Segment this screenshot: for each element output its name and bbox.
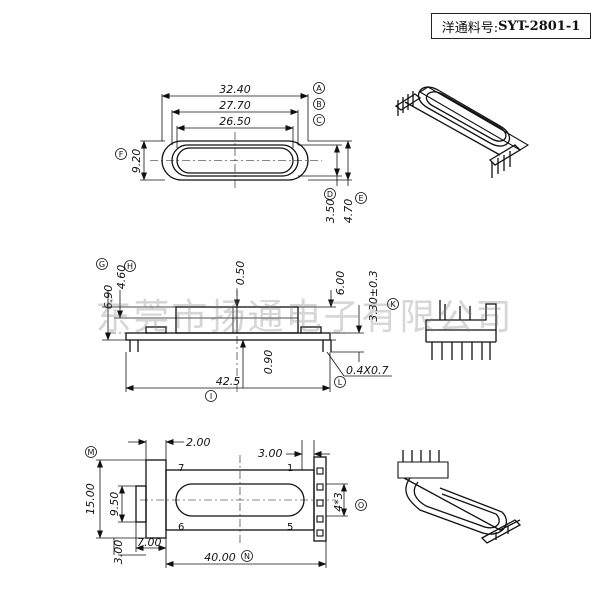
bubble-i: I: [205, 390, 217, 402]
dim-950: 9.50: [108, 492, 121, 517]
dim-g: 6.90: [102, 285, 115, 310]
dim-300-top: 3.00: [258, 447, 283, 460]
dim-h: 4.60: [115, 265, 128, 290]
bubble-e: E: [355, 192, 367, 204]
dim-length-i: 42.5: [216, 375, 241, 388]
bubble-d: D: [324, 188, 336, 200]
dim-200: 2.00: [186, 436, 211, 449]
top-view: 32.40 27.70 26.50 A B C 9.20 F: [115, 82, 367, 224]
iso-view-bottom: [397, 450, 522, 544]
dim-pitch-o: 4*3: [332, 492, 345, 512]
svg-text:D: D: [327, 190, 333, 199]
bubble-f: F: [115, 148, 127, 160]
bubble-h: H: [124, 260, 136, 272]
svg-text:F: F: [119, 150, 124, 159]
pin-label-6: 6: [178, 522, 184, 533]
bubble-c: C: [313, 114, 325, 126]
svg-text:L: L: [338, 378, 343, 387]
bottom-view: 7 1 6 5 2.00 3.00 15.00 M 9.50 3.00: [84, 436, 367, 568]
svg-text:O: O: [358, 501, 364, 510]
svg-text:K: K: [390, 300, 396, 309]
bubble-a: A: [313, 82, 325, 94]
bubble-b: B: [313, 98, 325, 110]
svg-text:B: B: [316, 100, 322, 109]
pin-label-1: 1: [287, 463, 293, 474]
bubble-l: L: [334, 376, 346, 388]
iso-view-top: [394, 86, 530, 178]
bubble-o: O: [355, 499, 367, 511]
dim-center-gap: 0.50: [234, 261, 247, 286]
dim-700: 7.00: [137, 536, 162, 549]
part-number-box: 洋通料号: SYT-2801-1: [431, 13, 591, 39]
dim-pin-size: 0.4X0.7: [346, 364, 389, 377]
svg-text:N: N: [244, 552, 250, 561]
svg-text:M: M: [88, 448, 95, 457]
dim-width-b: 27.70: [219, 99, 251, 112]
dim-height-right: 6.00: [334, 271, 347, 296]
dim-090: 0.90: [262, 350, 275, 375]
dim-e: 4.70: [342, 199, 355, 224]
part-number-value: SYT-2801-1: [498, 18, 581, 34]
dim-height-k: 3.30±0.3: [367, 270, 380, 321]
bubble-m: M: [85, 446, 97, 458]
dim-d: 3.50: [324, 199, 337, 224]
part-number-label: 洋通料号:: [441, 20, 499, 36]
svg-text:A: A: [316, 84, 322, 93]
side-view: 6.90 4.60 G H 0.50 6.00 3.30±0.3 K 0.: [96, 258, 399, 402]
svg-text:H: H: [127, 262, 133, 271]
bubble-n: N: [241, 550, 253, 562]
iso-view-side: [425, 300, 497, 360]
pin-label-7: 7: [178, 463, 184, 474]
dim-m: 15.00: [84, 483, 97, 515]
dim-width-a: 32.40: [219, 83, 251, 96]
svg-text:G: G: [99, 260, 105, 269]
svg-text:E: E: [358, 194, 363, 203]
svg-text:C: C: [316, 116, 322, 125]
bubble-g: G: [96, 258, 108, 270]
dim-300-left: 3.00: [112, 540, 125, 565]
bubble-k: K: [387, 298, 399, 310]
dim-width-c: 26.50: [219, 115, 251, 128]
svg-text:I: I: [210, 392, 212, 401]
pin-label-5: 5: [287, 522, 293, 533]
dim-height-f: 9.20: [130, 149, 143, 174]
dim-length-n: 40.00: [204, 551, 236, 564]
